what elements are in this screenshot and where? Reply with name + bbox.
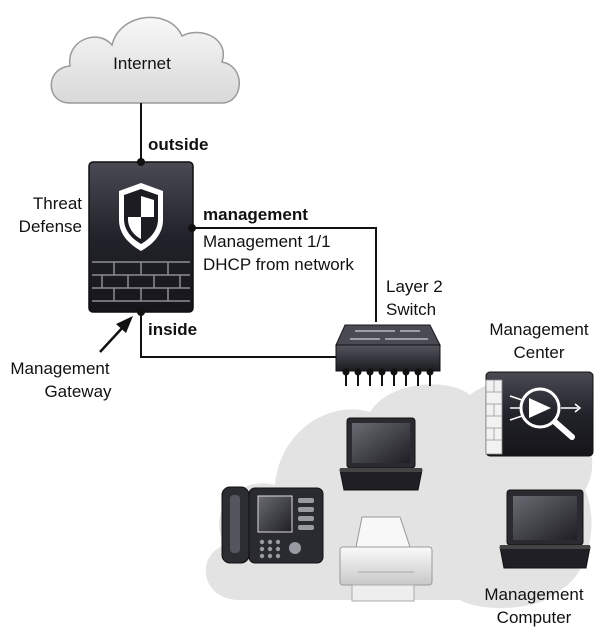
shield-icon	[119, 183, 163, 251]
outside-label: outside	[148, 135, 208, 154]
threat-defense-label-line1: Threat	[33, 194, 82, 213]
internet-label: Internet	[113, 54, 171, 73]
threat-defense-label-line2: Defense	[19, 217, 82, 236]
outside-port	[137, 158, 145, 166]
internet-cloud	[50, 16, 240, 104]
management-gateway-label-line1: Management	[10, 359, 110, 378]
inside-link	[140, 312, 336, 358]
management-gateway-label-line2: Gateway	[44, 382, 112, 401]
inside-label: inside	[148, 320, 197, 339]
switch-label-line2: Switch	[386, 300, 436, 319]
printer-icon	[339, 516, 433, 602]
management-link	[192, 227, 377, 322]
ip-phone-icon	[221, 486, 324, 564]
switch-label-line1: Layer 2	[386, 277, 443, 296]
magnifier-icon	[509, 387, 582, 440]
management-center-label-line1: Management	[489, 320, 589, 339]
management-computer-label-line2: Computer	[497, 608, 572, 627]
layer2-switch	[335, 324, 441, 386]
dhcp-label: DHCP from network	[203, 255, 354, 274]
laptop-icon	[339, 417, 423, 491]
management-link-label: management	[203, 205, 308, 224]
threat-defense-device	[88, 161, 194, 313]
inside-port	[137, 308, 145, 316]
management-center-device	[485, 371, 594, 457]
management-computer-label-line1: Management	[484, 585, 584, 604]
gateway-arrow-icon	[99, 316, 133, 353]
management-port-label: Management 1/1	[203, 232, 331, 251]
firewall-icon	[92, 261, 190, 302]
management-port	[188, 224, 196, 232]
management-computer-icon	[499, 489, 591, 569]
management-center-label-line2: Center	[513, 343, 564, 362]
